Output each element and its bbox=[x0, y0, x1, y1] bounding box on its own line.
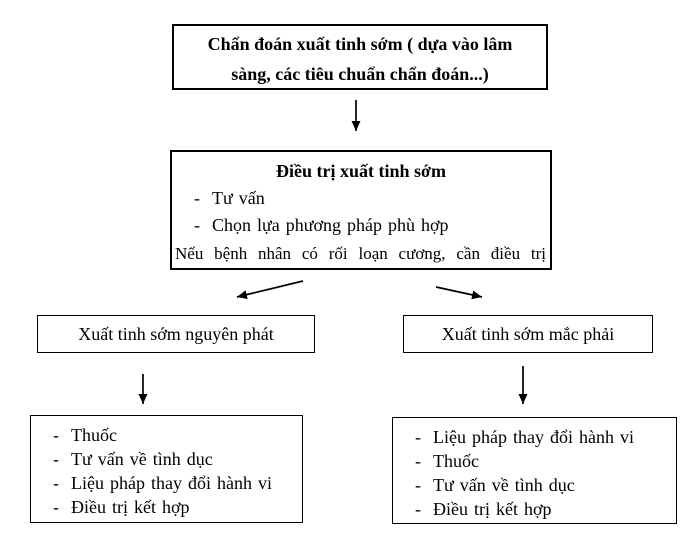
dash-bullet-icon: - bbox=[53, 497, 59, 517]
option-item-label: Tư vấn về tình dục bbox=[433, 475, 575, 495]
option-item: - Điều trị kết hợp bbox=[31, 495, 302, 519]
dash-bullet-icon: - bbox=[53, 473, 59, 493]
node-treatment: Điều trị xuất tinh sớm - Tư vấn - Chọn l… bbox=[170, 150, 552, 270]
dash-bullet-icon: - bbox=[415, 499, 421, 519]
dash-bullet-icon: - bbox=[415, 427, 421, 447]
option-item-label: Liệu pháp thay đổi hành vi bbox=[433, 427, 634, 447]
option-item: - Điều trị kết hợp bbox=[393, 497, 676, 521]
treatment-title: Điều trị xuất tinh sớm bbox=[276, 161, 446, 181]
node-acquired-treatment-options: - Liệu pháp thay đổi hành vi - Thuốc - T… bbox=[392, 417, 677, 524]
dash-bullet-icon: - bbox=[194, 188, 200, 208]
treatment-note: Nếu bệnh nhân có rối loạn cương, cần điề… bbox=[175, 244, 546, 263]
treatment-item-label: Chọn lựa phương pháp phù hợp bbox=[212, 215, 449, 235]
option-item: - Liệu pháp thay đổi hành vi bbox=[31, 471, 302, 495]
option-item-label: Thuốc bbox=[433, 451, 479, 471]
dash-bullet-icon: - bbox=[53, 449, 59, 469]
diagnosis-line-1: Chẩn đoán xuất tinh sớm ( dựa vào lâm bbox=[207, 34, 513, 54]
option-item-label: Liệu pháp thay đổi hành vi bbox=[71, 473, 272, 493]
dash-bullet-icon: - bbox=[415, 475, 421, 495]
diagnosis-line-2: sàng, các tiêu chuẩn chẩn đoán...) bbox=[231, 64, 489, 84]
node-acquired-branch: Xuất tinh sớm mắc phải bbox=[403, 315, 653, 353]
option-item: - Thuốc bbox=[393, 449, 676, 473]
treatment-item: - Tư vấn bbox=[172, 185, 550, 212]
arrow-treatment-to-acquired-icon bbox=[435, 286, 483, 300]
option-item: - Tư vấn về tình dục bbox=[31, 447, 302, 471]
dash-bullet-icon: - bbox=[53, 425, 59, 445]
option-item: - Tư vấn về tình dục bbox=[393, 473, 676, 497]
node-primary-branch: Xuất tinh sớm nguyên phát bbox=[37, 315, 315, 353]
option-item: - Thuốc bbox=[31, 423, 302, 447]
arrow-treatment-to-primary-icon bbox=[236, 280, 304, 300]
option-item-label: Điều trị kết hợp bbox=[71, 497, 190, 517]
node-primary-treatment-options: - Thuốc - Tư vấn về tình dục - Liệu pháp… bbox=[30, 415, 303, 523]
option-item: - Liệu pháp thay đổi hành vi bbox=[393, 425, 676, 449]
dash-bullet-icon: - bbox=[415, 451, 421, 471]
treatment-item-label: Tư vấn bbox=[212, 188, 265, 208]
acquired-branch-label: Xuất tinh sớm mắc phải bbox=[441, 323, 615, 344]
primary-branch-label: Xuất tinh sớm nguyên phát bbox=[78, 323, 274, 344]
option-item-label: Thuốc bbox=[71, 425, 117, 445]
option-item-label: Điều trị kết hợp bbox=[433, 499, 552, 519]
dash-bullet-icon: - bbox=[194, 215, 200, 235]
node-diagnosis: Chẩn đoán xuất tinh sớm ( dựa vào lâm sà… bbox=[172, 24, 548, 90]
treatment-item: - Chọn lựa phương pháp phù hợp bbox=[172, 212, 550, 239]
option-item-label: Tư vấn về tình dục bbox=[71, 449, 213, 469]
